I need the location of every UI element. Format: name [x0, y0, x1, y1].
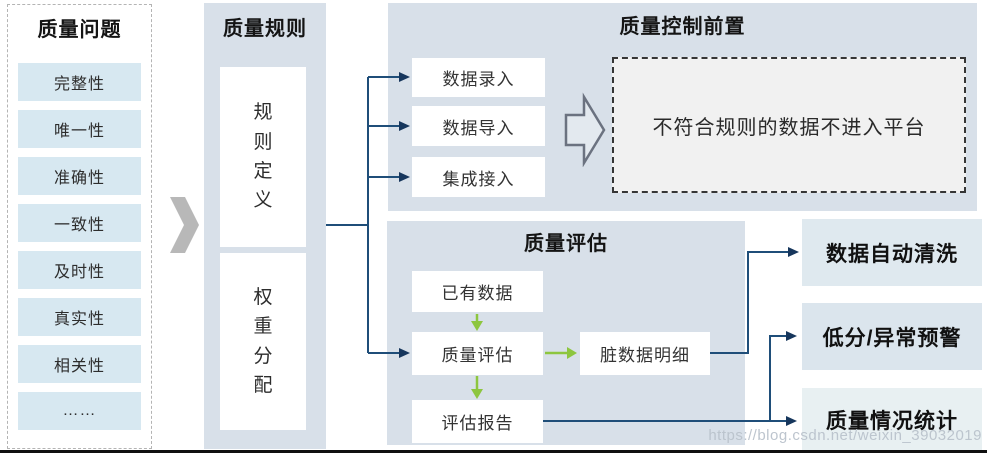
input-box-integration: 集成接入 [412, 157, 545, 197]
output-quality-stats-box: 质量情况统计 [802, 388, 982, 451]
output-auto-cleaning-box: 数据自动清洗 [802, 219, 982, 286]
weight-allocation-label: 权重分配 [253, 286, 273, 396]
quality-rules-title: 质量规则 [223, 18, 307, 40]
input-box-data-entry: 数据录入 [412, 58, 545, 97]
bottom-divider [0, 450, 987, 453]
problem-item-ellipsis: …… [18, 392, 141, 430]
csdn-watermark: https://blog.csdn.net/weixin_39032019 [708, 427, 982, 444]
quality-control-title: 质量控制前置 [619, 16, 746, 38]
block-arrow-right-icon [564, 92, 606, 167]
assessment-report-box: 评估报告 [412, 400, 543, 443]
quality-problems-list: 完整性 唯一性 准确性 一致性 及时性 真实性 相关性 …… [18, 63, 141, 430]
rule-violation-note: 不符合规则的数据不进入平台 [612, 57, 966, 193]
quality-evaluation-title: 质量评估 [524, 233, 608, 255]
rule-definition-box: 规则定义 [220, 67, 306, 247]
weight-allocation-box: 权重分配 [220, 253, 306, 430]
quality-control-section: 质量控制前置 数据录入 数据导入 集成接入 不符合规则的数据不进入平台 [388, 3, 977, 211]
problem-item-relevance: 相关性 [18, 345, 141, 383]
problem-item-consistency: 一致性 [18, 204, 141, 242]
input-box-data-import: 数据导入 [412, 106, 545, 146]
dirty-data-detail-box: 脏数据明细 [580, 332, 710, 375]
rule-definition-label: 规则定义 [253, 102, 273, 212]
problem-item-completeness: 完整性 [18, 63, 141, 101]
problem-item-uniqueness: 唯一性 [18, 110, 141, 148]
problem-item-authenticity: 真实性 [18, 298, 141, 336]
output-anomaly-alert-box: 低分/异常预警 [802, 303, 982, 370]
quality-evaluation-section: 质量评估 已有数据 质量评估 评估报告 脏数据明细 [387, 221, 745, 445]
chevron-right-icon [170, 197, 199, 253]
quality-problems-panel: 质量问题 完整性 唯一性 准确性 一致性 及时性 真实性 相关性 …… [7, 4, 152, 449]
problem-item-timeliness: 及时性 [18, 251, 141, 289]
quality-assess-box: 质量评估 [412, 332, 543, 375]
quality-problems-title: 质量问题 [37, 19, 122, 41]
quality-rules-panel: 质量规则 规则定义 权重分配 [204, 3, 326, 449]
existing-data-box: 已有数据 [412, 271, 543, 312]
problem-item-accuracy: 准确性 [18, 157, 141, 195]
